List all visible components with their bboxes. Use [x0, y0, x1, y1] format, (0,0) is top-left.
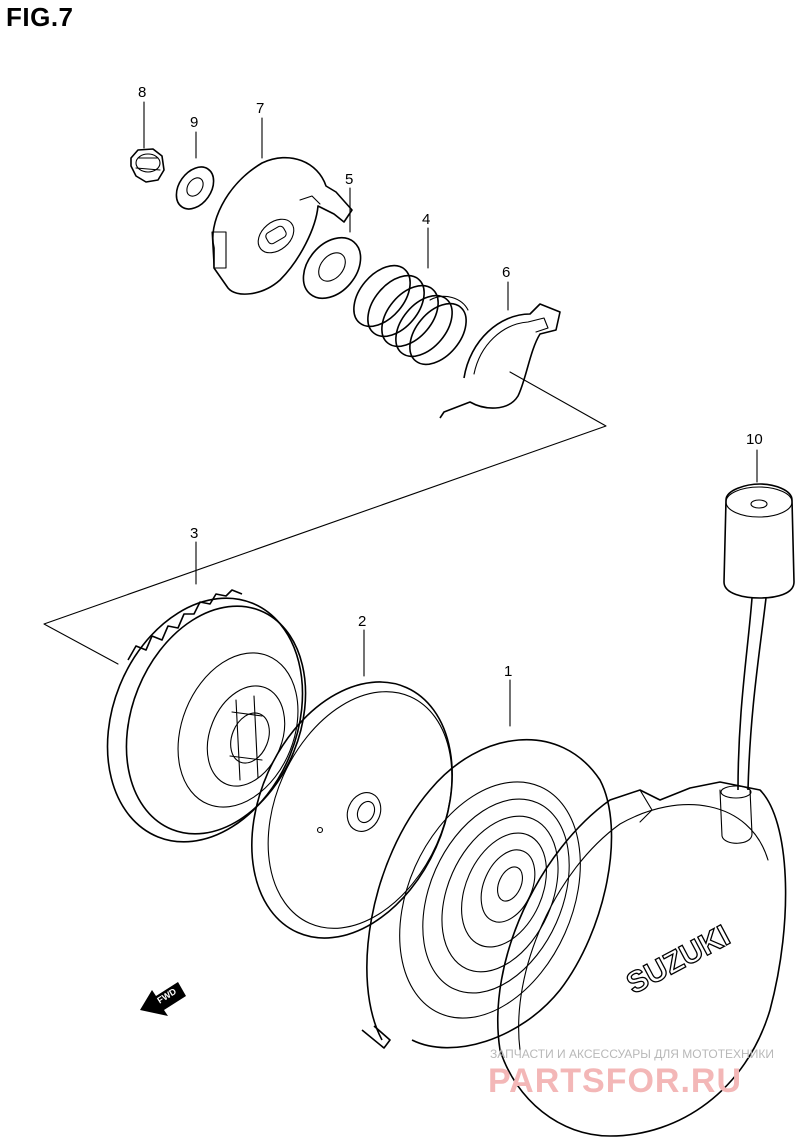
part-label-6: 6: [502, 264, 510, 281]
part-5-washer[interactable]: [292, 187, 372, 309]
part-4-spring[interactable]: [343, 227, 478, 375]
part-label-8: 8: [138, 84, 146, 101]
watermark-site: PARTSFOR.RU: [488, 1062, 742, 1100]
watermark-tagline: ЗАПЧАСТИ И АКСЕССУАРЫ ДЛЯ МОТОТЕХНИКИ: [490, 1047, 774, 1061]
part-10-starter-handle[interactable]: [723, 449, 795, 791]
part-label-3: 3: [190, 525, 198, 542]
part-8-flange-nut[interactable]: [130, 101, 165, 183]
part-label-1: 1: [504, 663, 512, 680]
part-3-pulley[interactable]: [72, 541, 338, 871]
part-label-9: 9: [190, 114, 198, 131]
part-label-10: 10: [746, 431, 763, 448]
part-1-recoil-spring[interactable]: [361, 679, 615, 1049]
part-7-guide-plate[interactable]: [211, 117, 353, 295]
part-9-washer[interactable]: [169, 131, 222, 216]
part-6-clip[interactable]: [439, 281, 561, 419]
part-2-plate[interactable]: [213, 629, 490, 970]
assembly-guide-lines: [43, 371, 607, 665]
part-label-4: 4: [422, 211, 430, 228]
figure-title: FIG.7: [6, 2, 74, 32]
part-label-7: 7: [256, 100, 264, 117]
part-label-2: 2: [358, 613, 366, 630]
cover-brand-text: SUZUKI: [621, 919, 735, 1001]
fwd-direction-arrow: FWD: [140, 982, 186, 1016]
part-label-5: 5: [345, 171, 353, 188]
